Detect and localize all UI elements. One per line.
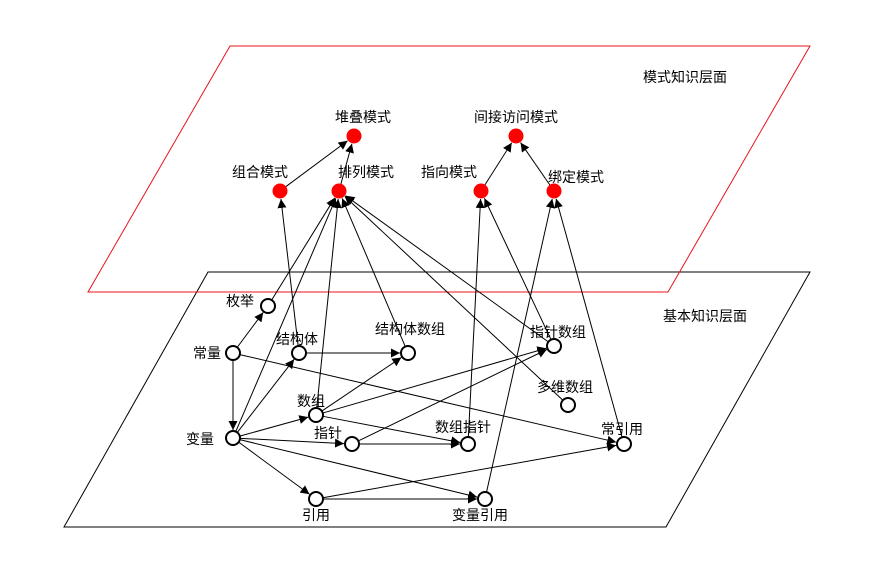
basic-node-arrptr bbox=[460, 436, 476, 452]
basic-node-label-array: 数组 bbox=[297, 394, 325, 410]
pattern-node-label-stack: 堆叠模式 bbox=[335, 110, 391, 126]
basic-layer-plane bbox=[63, 271, 811, 528]
basic-node-label-ptr: 指针 bbox=[314, 426, 342, 442]
labels-group: 堆叠模式间接访问模式组合模式排列模式指向模式绑定模式枚举常量结构体结构体数组指针… bbox=[186, 109, 643, 524]
basic-node-label-const: 常量 bbox=[193, 346, 221, 362]
edge-var-to-varref bbox=[239, 439, 478, 500]
edge-ptr-to-ptrarr bbox=[358, 349, 548, 442]
pattern-node-label-arrange: 排列模式 bbox=[338, 165, 394, 181]
basic-node-varref bbox=[477, 491, 493, 507]
pattern-node-label-indirect: 间接访问模式 bbox=[474, 109, 558, 126]
basic-node-label-arrptr: 数组指针 bbox=[435, 420, 491, 436]
edge-var-to-arrange bbox=[235, 198, 337, 432]
basic-node-structarr bbox=[400, 345, 416, 361]
pattern-node-arrange bbox=[331, 183, 347, 199]
edge-arrange-to-stack bbox=[340, 143, 354, 185]
pattern-node-bind bbox=[546, 183, 562, 199]
basic-node-constref bbox=[616, 436, 632, 452]
edge-var-to-struct bbox=[236, 359, 295, 433]
edge-varref-to-bind bbox=[486, 198, 555, 493]
pattern-node-label-pointto: 指向模式 bbox=[421, 165, 477, 181]
basic-node-ptrarr bbox=[546, 338, 562, 354]
basic-node-array bbox=[308, 407, 324, 423]
pattern-layer-label: 模式知识层面 bbox=[643, 69, 727, 86]
edge-ref-to-constref bbox=[322, 442, 617, 499]
basic-node-label-constref: 常引用 bbox=[601, 422, 643, 438]
pattern-node-label-bind: 绑定模式 bbox=[548, 170, 604, 186]
pattern-node-pointto bbox=[473, 183, 489, 199]
pattern-node-stack bbox=[346, 128, 362, 144]
nodes-group bbox=[225, 128, 632, 507]
basic-node-label-ptrarr: 指针数组 bbox=[530, 325, 586, 341]
edge-ptrarr-to-arrange bbox=[345, 195, 549, 343]
edges-group bbox=[228, 140, 623, 504]
edge-bind-to-indirect bbox=[520, 142, 551, 186]
edge-ptrarr-to-pointto bbox=[483, 198, 552, 340]
edge-arrptr-to-pointto bbox=[467, 198, 485, 438]
basic-node-label-enum: 枚举 bbox=[226, 294, 254, 310]
basic-node-label-varref: 变量引用 bbox=[452, 508, 508, 524]
basic-node-var bbox=[225, 430, 241, 446]
edge-array-to-structarr bbox=[321, 357, 402, 412]
pattern-node-indirect bbox=[508, 128, 524, 144]
pattern-layer-plane bbox=[87, 45, 811, 293]
pattern-node-combine bbox=[272, 183, 288, 199]
edge-var-to-array bbox=[239, 415, 309, 437]
basic-node-label-structarr: 结构体数组 bbox=[375, 322, 445, 338]
basic-node-label-var: 变量 bbox=[186, 432, 214, 448]
edge-var-to-ref bbox=[238, 441, 310, 495]
edge-multiarr-to-arrange bbox=[344, 196, 564, 401]
basic-node-label-ref: 引用 bbox=[302, 508, 330, 524]
basic-node-multiarr bbox=[560, 397, 576, 413]
edge-structarr-to-arrange bbox=[341, 198, 406, 347]
edge-const-to-constref bbox=[239, 354, 617, 445]
edge-constref-to-bind bbox=[554, 198, 623, 438]
basic-node-label-multiarr: 多维数组 bbox=[537, 379, 593, 396]
edge-array-to-ptrarr bbox=[322, 346, 547, 414]
edge-enum-to-arrange bbox=[271, 197, 336, 301]
basic-node-struct bbox=[291, 345, 307, 361]
basic-node-label-struct: 结构体 bbox=[276, 332, 318, 348]
basic-layer-label: 基本知识层面 bbox=[663, 308, 747, 325]
basic-node-enum bbox=[260, 298, 276, 314]
basic-node-ptr bbox=[344, 436, 360, 452]
basic-node-const bbox=[225, 345, 241, 361]
edge-pointto-to-indirect bbox=[484, 142, 513, 186]
edge-var-to-ptr bbox=[239, 437, 345, 448]
pattern-node-label-combine: 组合模式 bbox=[232, 165, 288, 181]
edge-combine-to-stack bbox=[285, 140, 348, 188]
edge-struct-to-combine bbox=[277, 198, 299, 347]
basic-node-ref bbox=[308, 491, 324, 507]
edge-array-to-arrptr bbox=[322, 415, 461, 446]
edge-const-to-enum bbox=[236, 312, 264, 348]
